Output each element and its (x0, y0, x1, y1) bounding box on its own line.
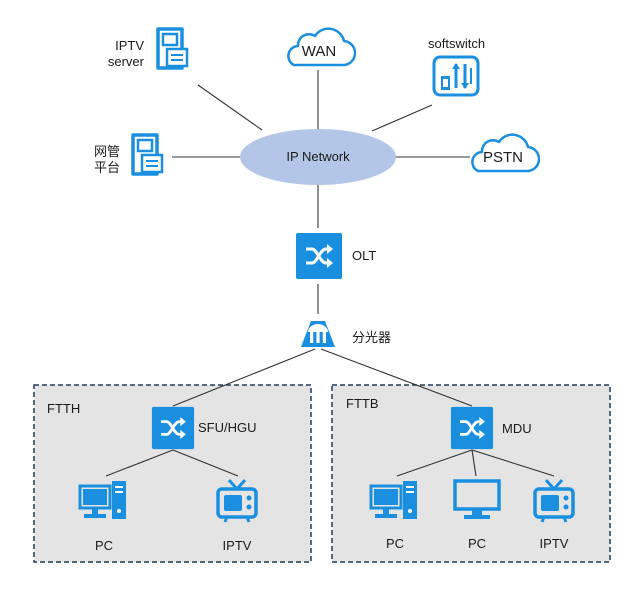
splitter-icon (301, 321, 335, 347)
fttb-pc1-label: PC (385, 536, 405, 551)
fttb-pc2-label: PC (467, 536, 487, 551)
link-sfu-pc (105, 449, 174, 477)
link-mdu-iptv (471, 449, 555, 477)
wan-label: WAN (301, 43, 337, 60)
nms-label: 网管 平台 (93, 144, 120, 175)
pstn-label: PSTN (482, 149, 523, 166)
fttb-group-label: FTTB (346, 396, 379, 411)
link-splitter-fttb (320, 348, 473, 407)
connection-lines (105, 70, 555, 477)
olt-switch-icon (295, 232, 343, 280)
link-sfu-iptv (172, 449, 239, 477)
nms-server-icon (131, 133, 164, 176)
iptv-server-label: IPTV server (107, 38, 144, 69)
ftth-iptv-label: IPTV (222, 538, 252, 553)
sfu-hgu-label: SFU/HGU (198, 420, 257, 435)
ip-network-label: IP Network (286, 149, 350, 164)
mdu-switch-icon (450, 406, 494, 450)
sfu-hgu-switch-icon (151, 406, 195, 450)
iptv-server-icon (156, 27, 189, 70)
link-mdu-pc1 (396, 449, 473, 477)
link-iptv-server (197, 84, 263, 131)
softswitch-label: softswitch (428, 36, 486, 51)
softswitch-icon (432, 55, 480, 97)
ftth-group-label: FTTH (47, 401, 81, 416)
link-softswitch (371, 104, 433, 132)
link-splitter-ftth (172, 348, 316, 407)
fttb-iptv-label: IPTV (539, 536, 569, 551)
link-mdu-pc2 (471, 449, 477, 477)
splitter-label: 分光器 (352, 330, 392, 345)
ftth-pc-label: PC (94, 538, 114, 553)
mdu-label: MDU (502, 421, 532, 436)
ip-network-ellipse (240, 129, 396, 185)
olt-label: OLT (352, 248, 377, 263)
